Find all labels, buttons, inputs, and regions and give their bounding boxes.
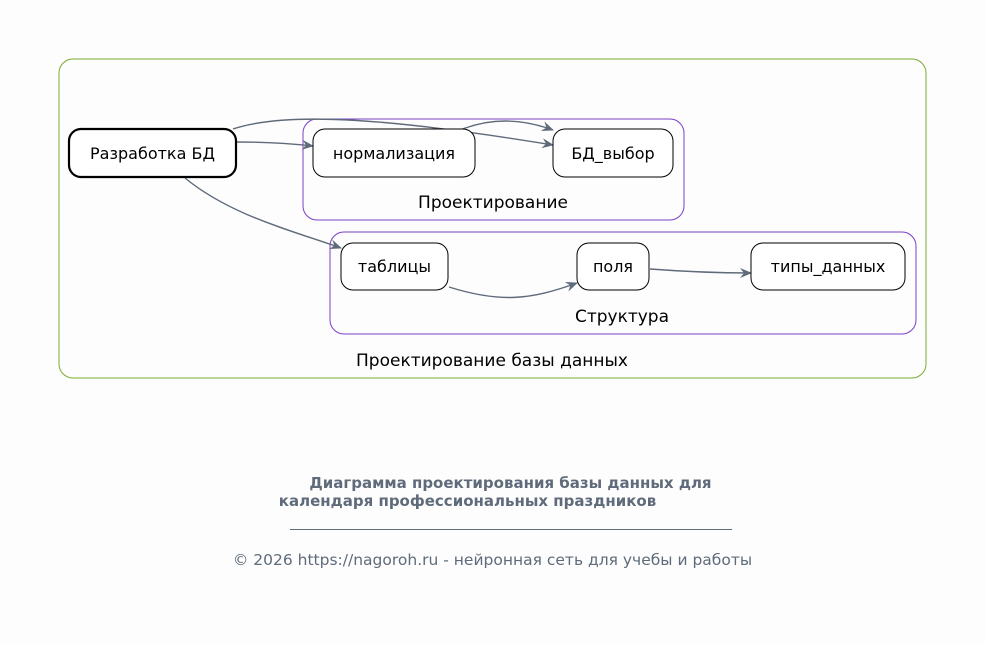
node-fields[interactable]: поля	[576, 242, 650, 291]
edge-normalization-db-choice	[459, 120, 554, 131]
node-normalization-label: нормализация	[333, 144, 455, 163]
edge-root-tables	[184, 177, 342, 250]
caption-title-line1: Диаграмма проектирования базы данных для	[309, 474, 712, 492]
node-db-choice-label: БД_выбор	[571, 144, 654, 164]
caption-title: Диаграмма проектирования базы данных для…	[0, 474, 985, 510]
cluster-design-label: Проектирование	[418, 193, 568, 213]
node-data-types-label: типы_данных	[771, 257, 886, 277]
caption-title-line2: календаря профессиональных праздников	[278, 492, 657, 510]
node-tables[interactable]: таблицы	[340, 242, 449, 291]
node-root-label: Разработка БД	[90, 144, 215, 163]
copyright-text: © 2026 https://nagoroh.ru - нейронная се…	[232, 551, 753, 569]
cluster-outer-label: Проектирование базы данных	[356, 351, 628, 371]
node-data-types[interactable]: типы_данных	[750, 242, 906, 291]
edge-root-db-choice	[232, 118, 554, 149]
edge-root-normalization	[235, 139, 314, 150]
cluster-design: Проектирование	[302, 118, 685, 221]
node-fields-label: поля	[593, 257, 633, 276]
node-tables-label: таблицы	[358, 257, 431, 276]
caption-divider	[290, 529, 732, 530]
cluster-structure: Структура	[329, 231, 917, 335]
cluster-outer: Проектирование базы данных	[58, 58, 927, 379]
edges	[184, 118, 752, 299]
node-normalization[interactable]: нормализация	[312, 128, 476, 178]
node-db-choice[interactable]: БД_выбор	[552, 128, 674, 178]
cluster-structure-label: Структура	[575, 307, 669, 327]
node-root[interactable]: Разработка БД	[67, 127, 238, 179]
edge-tables-fields	[448, 282, 578, 299]
edge-fields-data-types	[649, 267, 752, 278]
